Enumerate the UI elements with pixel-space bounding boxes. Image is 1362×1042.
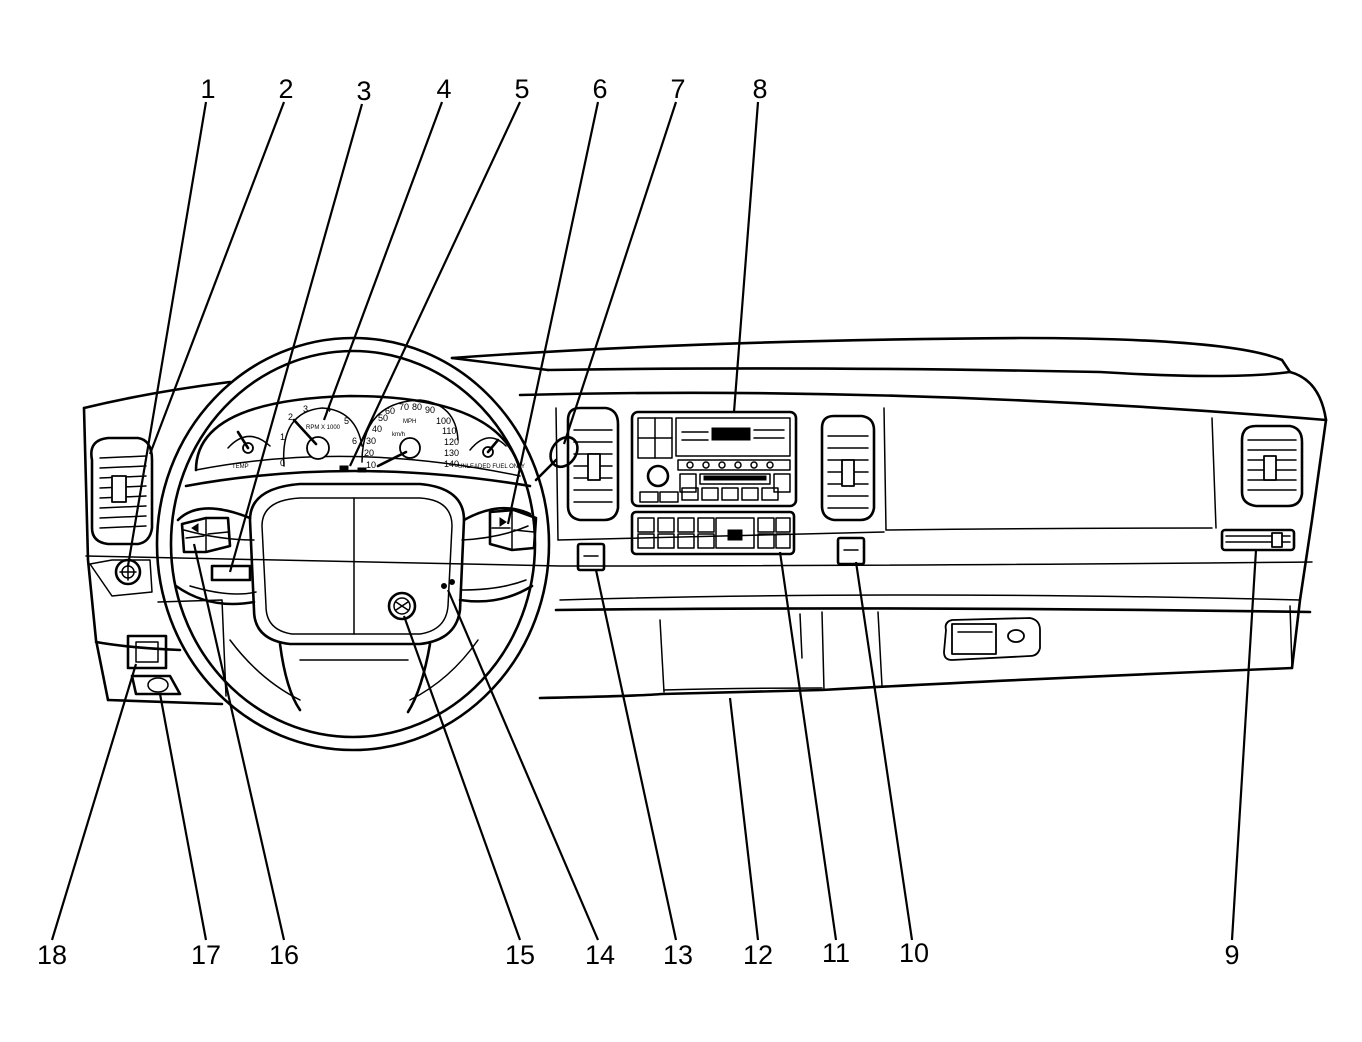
leader-16 bbox=[192, 543, 286, 941]
speedo-tick-100: 100 bbox=[436, 416, 451, 426]
hazard-switch bbox=[576, 542, 606, 572]
callout-7: 7 bbox=[670, 74, 685, 104]
speedo-tick-20: 20 bbox=[364, 448, 374, 458]
leader-2 bbox=[148, 101, 286, 455]
tach-tick-1: 1 bbox=[280, 432, 285, 442]
tach-tick-5: 5 bbox=[344, 416, 349, 426]
speedometer: 10 20 30 40 50 60 70 80 90 100 110 120 1… bbox=[339, 399, 459, 473]
speedo-tick-130: 130 bbox=[444, 448, 459, 458]
center-left-vent bbox=[566, 406, 620, 522]
leader-17 bbox=[158, 693, 208, 941]
center-right-vent bbox=[820, 414, 876, 522]
temperature-gauge: UNLEADED FUEL ONLY bbox=[458, 437, 525, 470]
leader-11 bbox=[778, 551, 838, 941]
speedo-tick-140: 140 bbox=[444, 459, 459, 469]
callout-15: 15 bbox=[505, 940, 535, 970]
callout-10: 10 bbox=[899, 938, 929, 968]
callout-9: 9 bbox=[1224, 940, 1239, 970]
speedo-tick-80: 80 bbox=[412, 402, 422, 412]
steering-wheel bbox=[155, 336, 551, 752]
climate-control-panel bbox=[630, 510, 796, 556]
callout-2: 2 bbox=[278, 74, 293, 104]
steering-wheel-left-controls bbox=[180, 516, 232, 554]
leader-12 bbox=[728, 697, 760, 941]
fuel-door-release-switch bbox=[130, 674, 182, 696]
leader-5 bbox=[349, 101, 521, 467]
leader-18 bbox=[50, 663, 138, 941]
left-air-vent bbox=[90, 436, 154, 546]
callout-4: 4 bbox=[436, 74, 451, 104]
tach-caption: RPM X 1000 bbox=[306, 425, 341, 431]
passenger-airbag-indicator bbox=[836, 536, 866, 566]
fuel-note: UNLEADED FUEL ONLY bbox=[458, 464, 525, 470]
speedo-unit-kmh: km/h bbox=[392, 432, 405, 438]
speedo-tick-10: 10 bbox=[366, 460, 376, 470]
passenger-vent-outlet bbox=[1220, 528, 1296, 552]
dashboard-body bbox=[82, 336, 1328, 706]
tach-tick-3: 3 bbox=[303, 404, 308, 414]
leader-7 bbox=[562, 101, 678, 445]
leader-13 bbox=[594, 569, 678, 941]
callout-18: 18 bbox=[37, 940, 67, 970]
speedo-tick-50: 50 bbox=[378, 413, 388, 423]
radio bbox=[630, 410, 798, 508]
speedo-tick-70: 70 bbox=[399, 402, 409, 412]
leader-15 bbox=[402, 615, 522, 941]
tach-tick-6: 6 bbox=[352, 436, 357, 446]
leader-9 bbox=[1230, 549, 1258, 941]
fuel-gauge-text: TEMP bbox=[232, 464, 249, 470]
leader-14 bbox=[446, 589, 600, 941]
callout-3: 3 bbox=[356, 76, 371, 106]
speedo-tick-60: 60 bbox=[385, 406, 395, 416]
speedo-tick-90: 90 bbox=[425, 405, 435, 415]
callout-6: 6 bbox=[592, 74, 607, 104]
callout-12: 12 bbox=[743, 940, 773, 970]
trunk-release-switch bbox=[126, 634, 168, 670]
leader-8 bbox=[732, 101, 760, 413]
leader-3 bbox=[228, 103, 364, 573]
callout-5: 5 bbox=[514, 74, 529, 104]
speedo-tick-110: 110 bbox=[442, 426, 456, 436]
speedo-tick-120: 120 bbox=[444, 437, 459, 447]
callout-16: 16 bbox=[269, 940, 299, 970]
callout-13: 13 bbox=[663, 940, 693, 970]
steering-wheel-right-controls bbox=[488, 508, 538, 552]
speedo-tick-30: 30 bbox=[366, 436, 376, 446]
callout-14: 14 bbox=[585, 940, 615, 970]
wiper-lever bbox=[534, 435, 579, 482]
instrument-cluster: TEMP 0 1 2 3 4 5 6 RPM X 1000 10 20 30 4… bbox=[184, 394, 532, 488]
leader-lines bbox=[50, 101, 1258, 941]
leader-1 bbox=[126, 101, 208, 567]
leader-10 bbox=[854, 561, 914, 941]
callout-11: 11 bbox=[822, 938, 850, 968]
right-air-vent bbox=[1240, 424, 1304, 508]
callout-labels: 1 2 3 4 5 6 7 8 9 10 11 12 13 14 15 16 1… bbox=[37, 74, 1240, 970]
callout-17: 17 bbox=[191, 940, 221, 970]
leader-4 bbox=[322, 101, 444, 421]
callout-1: 1 bbox=[200, 74, 215, 104]
callout-8: 8 bbox=[752, 74, 767, 104]
speedo-tick-40: 40 bbox=[372, 424, 382, 434]
tach-tick-0: 0 bbox=[280, 458, 285, 468]
tach-tick-2: 2 bbox=[288, 412, 293, 422]
speedo-unit-mph: MPH bbox=[403, 419, 416, 425]
leader-6 bbox=[506, 101, 600, 525]
